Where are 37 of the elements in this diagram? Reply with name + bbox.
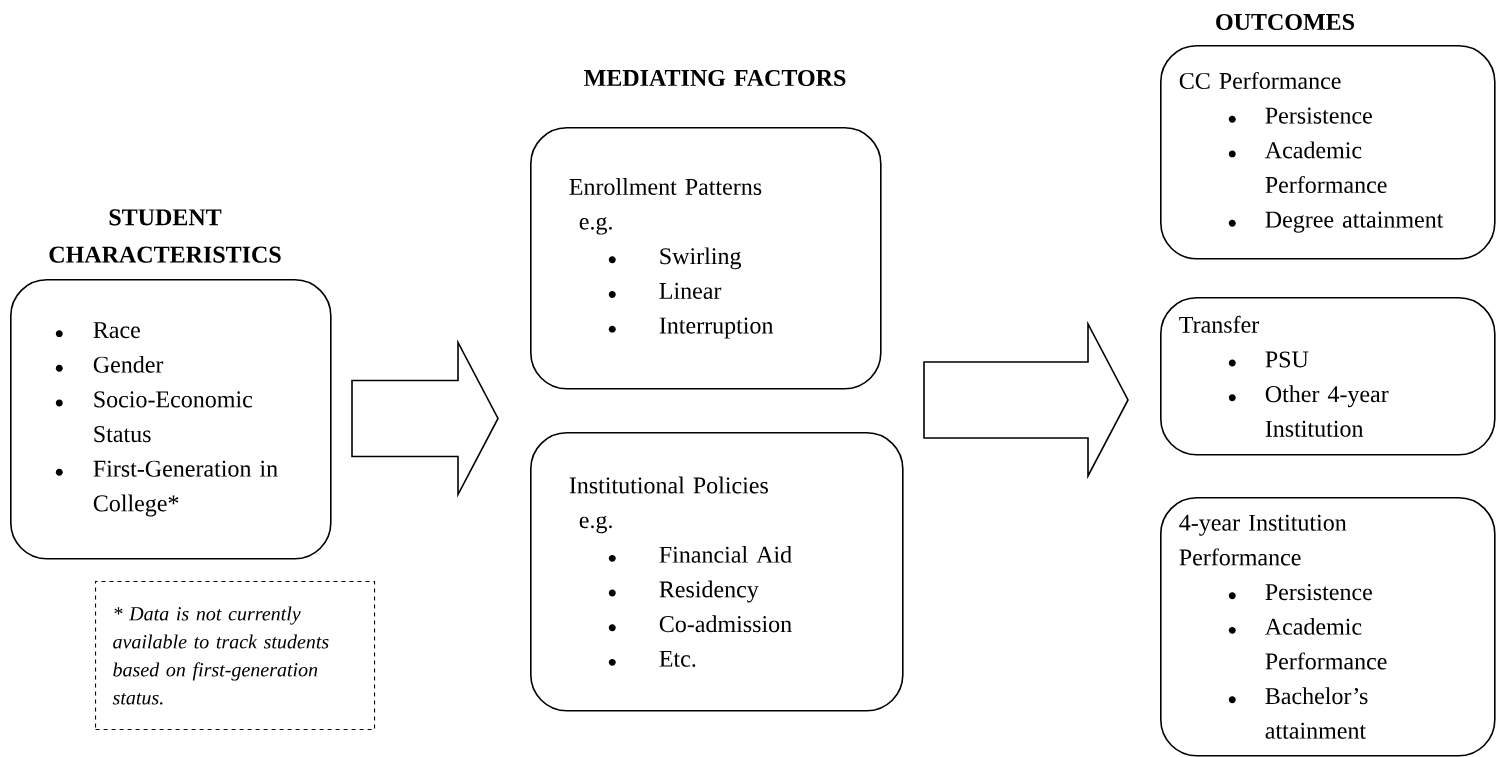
box-heading: Transfer (1179, 315, 1260, 333)
list-item: Bachelor’s attainment (1265, 687, 1368, 739)
rounded-box (530, 127, 882, 390)
rounded-box (530, 432, 904, 712)
list-item: Persistence (1265, 107, 1372, 124)
list-item: Other 4-year Institution (1265, 385, 1389, 437)
box-heading: e.g. (579, 515, 612, 534)
list-item: Linear (659, 282, 722, 299)
list-item: Degree attainment (1265, 211, 1444, 233)
rounded-box (1160, 497, 1496, 757)
list-item: Financial Aid (659, 545, 792, 563)
note-text: * Data is not currently available to track students based on first-generation status. (112, 606, 329, 705)
list-item: Persistence (1265, 584, 1372, 601)
block-arrow (923, 320, 1129, 480)
box-heading: Institutional Policies (569, 476, 768, 494)
rounded-box (1160, 297, 1496, 456)
list-item: Academic Performance (1265, 617, 1387, 670)
list-item: Gender (93, 355, 164, 373)
list-item: PSU (1265, 351, 1309, 368)
list-item: Etc. (659, 650, 696, 667)
rounded-box (1160, 45, 1496, 260)
list-item: Race (93, 322, 140, 339)
box-heading: CC Performance (1179, 71, 1341, 90)
rounded-box (10, 279, 332, 560)
list-item: Academic Performance (1265, 141, 1387, 194)
note-box (95, 581, 376, 731)
list-item: Socio-Economic Status (94, 391, 253, 443)
box-heading: Enrollment Patterns (569, 178, 762, 195)
list-item: Co-admission (659, 615, 792, 633)
list-item: First-Generation in College* (93, 460, 278, 517)
column-heading: MEDIATING FACTORS (584, 69, 846, 87)
box-heading: e.g. (579, 217, 612, 235)
list-item: Swirling (660, 247, 742, 270)
list-item: Residency (659, 580, 759, 603)
list-item: Interruption (659, 317, 774, 339)
block-arrow (351, 339, 499, 498)
box-heading: 4-year Institution Performance (1179, 514, 1347, 566)
